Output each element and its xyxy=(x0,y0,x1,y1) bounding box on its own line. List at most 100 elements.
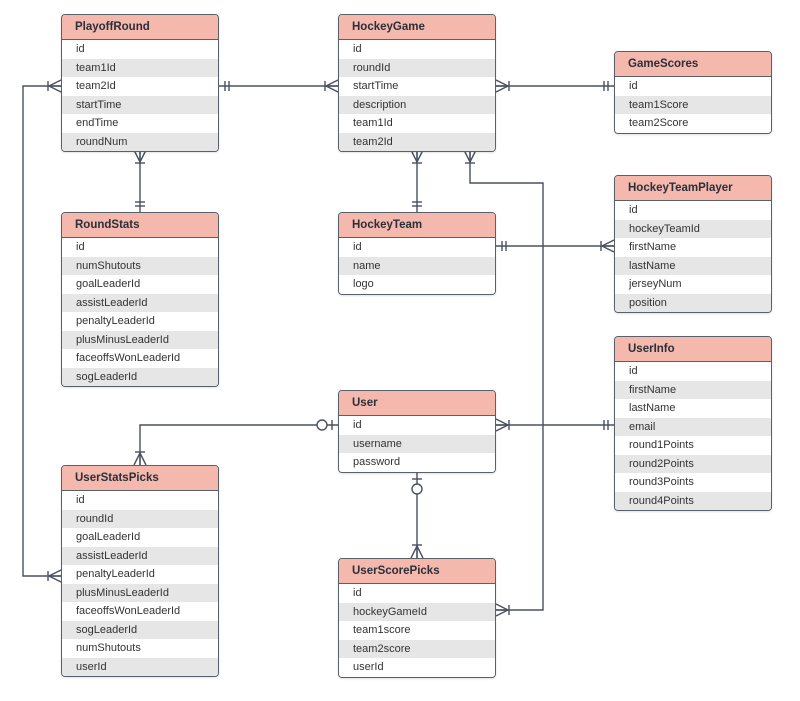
field-row: position xyxy=(615,293,771,312)
many-marker xyxy=(47,569,62,583)
many-marker xyxy=(410,149,424,164)
many-marker xyxy=(495,418,510,432)
field-row: numShutouts xyxy=(62,639,218,658)
field-row: hockeyTeamId xyxy=(615,219,771,238)
field-row: goalLeaderId xyxy=(62,528,218,547)
one-marker xyxy=(603,420,609,430)
many-marker xyxy=(463,149,477,164)
field-row: jerseyNum xyxy=(615,275,771,294)
field-row: id xyxy=(615,201,771,220)
field-row: team2Id xyxy=(339,132,495,151)
field-row: numShutouts xyxy=(62,256,218,275)
field-row: id xyxy=(62,238,218,257)
field-row: round3Points xyxy=(615,473,771,492)
entity-title: HockeyTeamPlayer xyxy=(615,176,771,201)
field-row: team1Id xyxy=(339,114,495,133)
field-row: sogLeaderId xyxy=(62,367,218,386)
field-row: logo xyxy=(339,275,495,294)
field-row: team2Id xyxy=(62,77,218,96)
many-marker xyxy=(600,239,615,253)
many-marker xyxy=(324,79,339,93)
field-row: team1Id xyxy=(62,58,218,77)
field-row: plusMinusLeaderId xyxy=(62,583,218,602)
one-marker xyxy=(224,81,230,91)
many-marker xyxy=(495,603,510,617)
field-row: lastName xyxy=(615,399,771,418)
field-row: round1Points xyxy=(615,436,771,455)
many-marker xyxy=(133,149,147,164)
field-row: firstName xyxy=(615,380,771,399)
entity-title: User xyxy=(339,391,495,416)
field-row: endTime xyxy=(62,114,218,133)
field-row: team2Score xyxy=(615,114,771,133)
field-row: password xyxy=(339,453,495,472)
field-row: round2Points xyxy=(615,454,771,473)
many-marker xyxy=(495,79,510,93)
field-row: userId xyxy=(339,658,495,677)
many-marker xyxy=(133,451,147,466)
field-row: team1Score xyxy=(615,95,771,114)
field-row: round4Points xyxy=(615,491,771,510)
field-row: username xyxy=(339,434,495,453)
field-row: id xyxy=(339,584,495,603)
field-row: id xyxy=(339,238,495,257)
one-marker xyxy=(412,201,422,207)
one-marker xyxy=(135,201,145,207)
field-row: id xyxy=(62,491,218,510)
field-row: roundNum xyxy=(62,132,218,151)
field-row: sogLeaderId xyxy=(62,620,218,639)
field-row: id xyxy=(615,77,771,96)
many-marker xyxy=(47,79,62,93)
field-row: hockeyGameId xyxy=(339,602,495,621)
field-row: id xyxy=(339,40,495,59)
entity-title: HockeyGame xyxy=(339,15,495,40)
field-row: roundId xyxy=(339,58,495,77)
field-row: faceoffsWonLeaderId xyxy=(62,602,218,621)
entity-title: HockeyTeam xyxy=(339,213,495,238)
entity-title: PlayoffRound xyxy=(62,15,218,40)
field-row: name xyxy=(339,256,495,275)
field-row: plusMinusLeaderId xyxy=(62,330,218,349)
entity-title: UserInfo xyxy=(615,337,771,362)
field-row: penaltyLeaderId xyxy=(62,565,218,584)
one-marker xyxy=(603,81,609,91)
field-row: firstName xyxy=(615,238,771,257)
relationship-line xyxy=(22,85,61,577)
field-row: team1score xyxy=(339,621,495,640)
entity-title: GameScores xyxy=(615,52,771,77)
entity-title: UserScorePicks xyxy=(339,559,495,584)
many-marker xyxy=(410,544,424,559)
field-row: team2score xyxy=(339,639,495,658)
field-row: penaltyLeaderId xyxy=(62,312,218,331)
field-row: goalLeaderId xyxy=(62,275,218,294)
field-row: id xyxy=(339,416,495,435)
entity-title: UserStatsPicks xyxy=(62,466,218,491)
field-row: startTime xyxy=(339,77,495,96)
field-row: userId xyxy=(62,657,218,676)
field-row: startTime xyxy=(62,95,218,114)
field-row: id xyxy=(615,362,771,381)
zero-or-one-marker xyxy=(316,419,333,431)
